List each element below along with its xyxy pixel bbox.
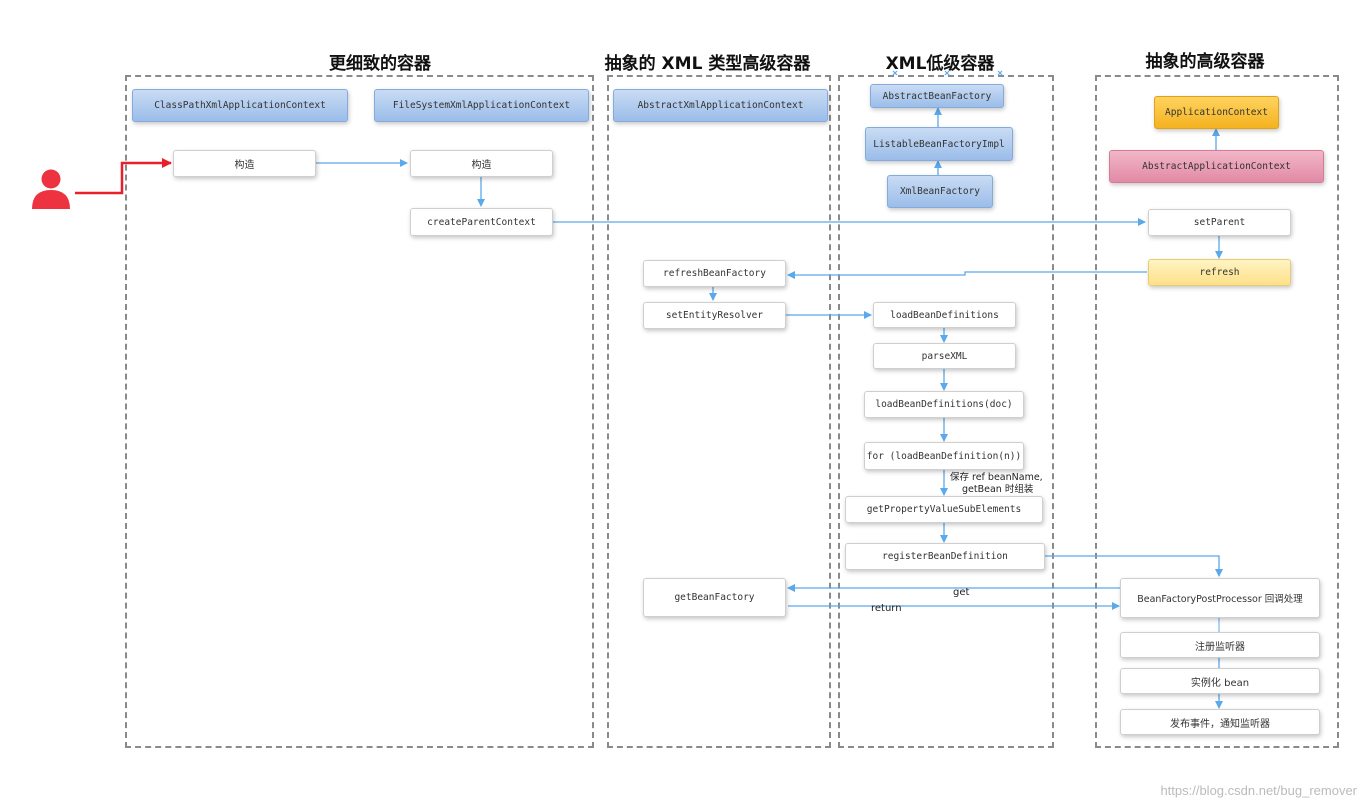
refresh-box: refresh [1148,259,1291,286]
lane-abstract-high-level-containers [1095,75,1339,748]
lane-abstract-xml-containers [607,75,831,748]
get-bean-factory-box: getBeanFactory [643,578,786,617]
set-entity-resolver-box: setEntityResolver [643,302,786,329]
get-property-value-sub-elements-box: getPropertyValueSubElements [845,496,1043,523]
parse-xml-box: parseXML [873,343,1016,369]
filesystem-xml-application-context: FileSystemXmlApplicationContext [374,89,589,122]
arrow-refresh-to-refresh-bean-factory [787,271,1147,279]
application-context: ApplicationContext [1154,96,1279,129]
abstract-xml-application-context: AbstractXmlApplicationContext [613,89,828,122]
decorative-marks [892,70,1003,76]
actor-arrow [75,158,172,195]
lane-title: 更细致的容器 [329,54,431,74]
lane-title: 抽象的 XML 类型高级容器 [604,54,811,74]
user-icon [32,169,70,209]
bean-factory-post-processor-box: BeanFactoryPostProcessor 回调处理 [1120,578,1320,618]
save-ref-line2: getBean 时组装 [962,484,1034,495]
get-label: get [953,587,970,598]
lane-xml-low-level-containers [838,75,1054,748]
register-listener-box: 注册监听器 [1120,632,1320,658]
save-ref-note: 保存 ref beanName, getBean 时组装 [950,472,1043,496]
classpath-xml-application-context: ClassPathXmlApplicationContext [132,89,348,122]
watermark: https://blog.csdn.net/bug_remover [1160,783,1357,798]
for-load-bean-definition-box: for (loadBeanDefinition(n)) [864,442,1024,470]
set-parent-box: setParent [1148,209,1291,236]
return-label: return [871,603,902,614]
lane-title: 抽象的高级容器 [1145,52,1265,72]
refresh-bean-factory-box: refreshBeanFactory [643,260,786,287]
load-bean-definitions-doc-box: loadBeanDefinitions(doc) [864,391,1024,418]
arrow-register-to-post-processor [1045,555,1223,577]
lane-detailed-containers [125,75,594,748]
abstract-bean-factory: AbstractBeanFactory [870,84,1004,108]
publish-event-box: 发布事件，通知监听器 [1120,709,1320,735]
construct-box: 构造 [410,150,553,177]
save-ref-line1: 保存 ref beanName, [950,472,1043,483]
listable-bean-factory-impl: ListableBeanFactoryImpl [865,127,1013,161]
abstract-application-context: AbstractApplicationContext [1109,150,1324,183]
load-bean-definitions-box: loadBeanDefinitions [873,302,1016,328]
instantiate-bean-box: 实例化 bean [1120,668,1320,694]
register-bean-definition-box: registerBeanDefinition [845,543,1045,570]
create-parent-context-box: createParentContext [410,208,553,236]
xml-bean-factory: XmlBeanFactory [887,175,993,208]
lane-title: XML低级容器 [885,54,995,74]
construct-box: 构造 [173,150,316,177]
